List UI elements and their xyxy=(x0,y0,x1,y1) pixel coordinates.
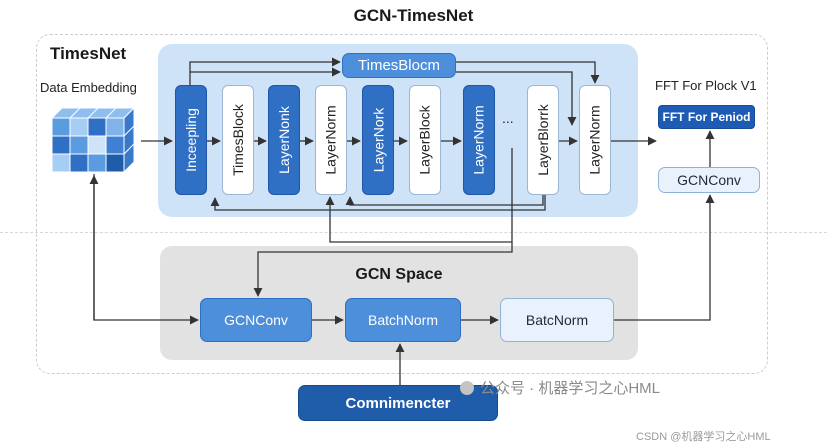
csdn-watermark: CSDN @机器学习之心HML xyxy=(636,431,771,443)
stack-box-5: LayerNork xyxy=(362,85,394,195)
watermark-label: 公众号 · 机器学习之心HML xyxy=(460,377,660,398)
arrow-stack-to-gcn xyxy=(253,242,513,297)
timesnet-label: TimesNet xyxy=(50,44,127,63)
stack-box-7: LayerNorm xyxy=(463,85,495,195)
stack-box-8: LayerBlorrk xyxy=(527,85,559,195)
fft-period-box: FFT For Peniod xyxy=(658,105,755,129)
fft-gcnconv-box: GCNConv xyxy=(658,167,760,193)
timesblock-top-box: TimesBlocm xyxy=(342,53,456,78)
gcn-space-label: GCN Space xyxy=(355,266,443,283)
fft-label: FFT For Plock V1 xyxy=(655,78,757,93)
arrow-embed-to-gcnconv xyxy=(93,174,199,325)
arrow-batcnorm-to-fftgcn xyxy=(614,194,715,321)
outer-frame xyxy=(36,34,768,374)
stack-ellipsis: ... xyxy=(502,110,514,126)
gcn-node-batcnorm: BatcNorm xyxy=(500,298,614,342)
arrow-timesblock-to-last xyxy=(456,61,600,84)
bottom-block: Comnimencter xyxy=(298,385,498,421)
arrow-timesblock-to-s8 xyxy=(456,71,577,126)
stack-box-9: LayerNorm xyxy=(579,85,611,195)
arrow-residual-mid xyxy=(345,195,544,206)
data-embedding-cube-icon xyxy=(50,106,136,174)
arrow-residual-back xyxy=(210,195,546,211)
stack-box-2: TimesBlock xyxy=(222,85,254,195)
data-embedding-label: Data Embedding xyxy=(40,80,137,95)
wechat-icon xyxy=(460,381,474,395)
stack-box-4: LayerNorm xyxy=(315,85,347,195)
stack-box-6: LayerBlock xyxy=(409,85,441,195)
stack-box-1: Inceepling xyxy=(175,85,207,195)
stack-box-3: LayerNonk xyxy=(268,85,300,195)
gcn-node-batchnorm: BatchNorm xyxy=(345,298,461,342)
section-divider xyxy=(0,232,827,233)
diagram-title: GCN-TimesNet xyxy=(353,6,474,25)
gcn-node-gcnconv: GCNConv xyxy=(200,298,312,342)
watermark-text: 公众号 · 机器学习之心HML xyxy=(480,380,661,397)
arrow-loop-to-s4 xyxy=(325,148,513,243)
arrow-skip-to-timesblock xyxy=(189,57,341,85)
